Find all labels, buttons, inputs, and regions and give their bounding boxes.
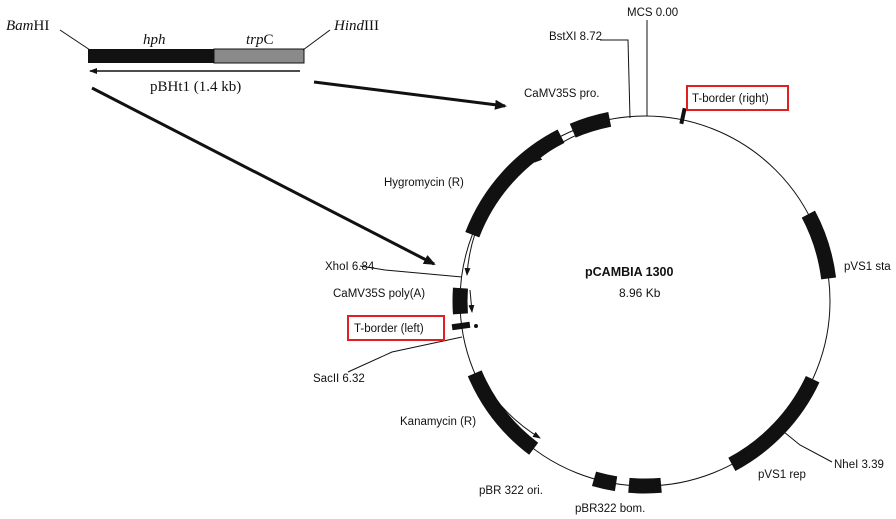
bstxi-leader-line: [600, 39, 631, 119]
nhei-label: NheI 3.39: [834, 459, 884, 471]
plasmid-map: MCS 0.00 BstXI 8.72 CaMV35S pro. T-borde…: [313, 7, 891, 515]
pbr322-ori-label: pBR 322 ori.: [479, 485, 543, 497]
plasmid-name-label: pCAMBIA 1300: [585, 265, 673, 279]
xhoi-leader-line: [359, 265, 463, 278]
insert-name-label: pBHt1 (1.4 kb): [150, 79, 241, 95]
camv35s-polya-label: CaMV35S poly(A): [333, 288, 425, 300]
mcs-label: MCS 0.00: [627, 7, 678, 19]
t-border-right-label: T-border (right): [692, 93, 769, 105]
insert-cassette: BamHI hph trpC HindIII pBHt1 (1.4 kb): [6, 18, 379, 95]
trpC-label: trpC: [246, 32, 274, 48]
polya-direction-arrow: [468, 289, 475, 313]
insertion-arrow-to-xhoi: [91, 86, 436, 266]
pbr322-bom-label: pBR322 bom.: [575, 503, 645, 515]
bamhi-label: BamHI: [6, 18, 49, 34]
t-border-left-label: T-border (left): [354, 323, 424, 335]
kanamycin-arc: [467, 370, 539, 455]
camv35s-pro-label: CaMV35S pro.: [524, 88, 599, 100]
xhoi-label: XhoI 6.84: [325, 261, 375, 273]
pvs1-rep-arc: [728, 375, 820, 471]
hph-gene-bar: [88, 49, 214, 63]
hygromycin-arc: [465, 129, 565, 238]
plasmid-size-label: 8.96 Kb: [619, 286, 661, 300]
insertion-arrow-to-camv35s: [313, 80, 507, 110]
hindiii-label: HindIII: [333, 18, 379, 34]
camv35s-direction-arrow: [534, 123, 611, 163]
sacii-leader-line: [347, 336, 463, 373]
pvs1-sta-arc: [801, 210, 837, 280]
hindiii-leader-line: [302, 29, 331, 51]
pbr322-bom-arc: [628, 477, 662, 494]
kanamycin-direction-arrow: [477, 371, 541, 439]
kanamycin-label: Kanamycin (R): [400, 416, 476, 428]
t-border-right-highlight: [686, 85, 789, 111]
bstxi-label: BstXI 8.72: [549, 31, 602, 43]
pvs1-sta-label: pVS1 sta: [844, 261, 891, 273]
t-border-left-highlight: [347, 315, 445, 341]
hph-label: hph: [143, 32, 166, 48]
camv35s-promoter-arc: [569, 112, 612, 138]
sacii-label: SacII 6.32: [313, 373, 365, 385]
t-border-left-mark: [451, 321, 471, 331]
hygromycin-label: Hygromycin (R): [384, 177, 464, 189]
pbr322-ori-arc: [591, 471, 618, 492]
t-border-left-dot: [474, 324, 478, 328]
t-border-right-mark: [679, 107, 687, 125]
pvs1-rep-label: pVS1 rep: [758, 469, 806, 481]
bamhi-leader-line: [59, 29, 91, 51]
nhei-leader-line: [783, 431, 833, 463]
hygromycin-direction-arrow: [464, 159, 524, 276]
trpC-gene-bar: [213, 48, 305, 64]
